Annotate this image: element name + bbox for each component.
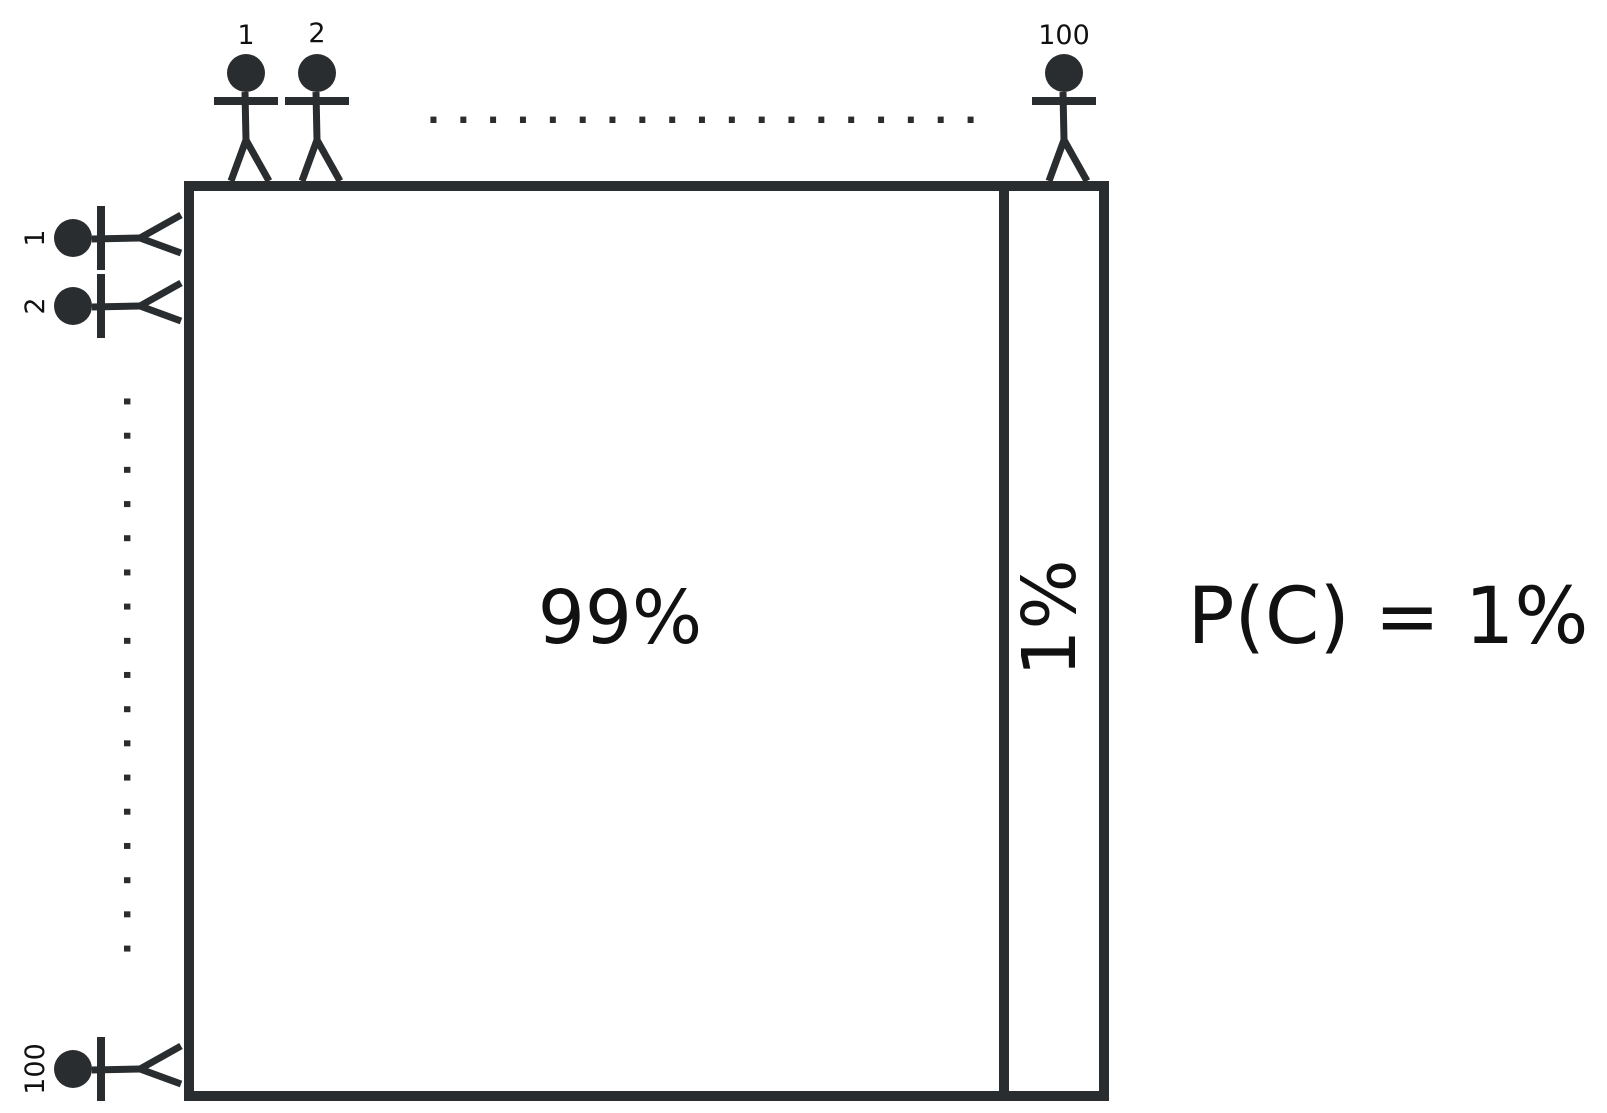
top-person-100: 100 (1032, 20, 1096, 183)
top-ellipsis: ................... (427, 92, 977, 132)
population-square (184, 181, 1109, 1101)
person-icon (1032, 54, 1096, 183)
person-icon (54, 1037, 183, 1101)
region-large-label: 99% (538, 575, 702, 661)
left-person-label: 100 (20, 1043, 51, 1095)
top-person-1: 1 (214, 20, 278, 183)
probability-formula: P(C) = 1% (1187, 572, 1588, 662)
person-icon (285, 54, 349, 183)
person-icon (54, 206, 183, 270)
top-person-2: 2 (285, 18, 349, 183)
left-person-100: 100 (20, 1037, 183, 1101)
top-person-label: 100 (1038, 20, 1090, 51)
left-person-label: 1 (20, 229, 51, 246)
person-icon (54, 274, 183, 338)
person-icon (214, 54, 278, 183)
left-person-2: 2 (20, 274, 183, 338)
left-person-1: 1 (20, 206, 183, 270)
region-small-label: 1% (1007, 559, 1093, 676)
top-person-label: 1 (237, 20, 254, 51)
top-person-label: 2 (308, 18, 325, 49)
left-person-label: 2 (20, 297, 51, 314)
left-ellipsis: ................. (115, 395, 155, 955)
